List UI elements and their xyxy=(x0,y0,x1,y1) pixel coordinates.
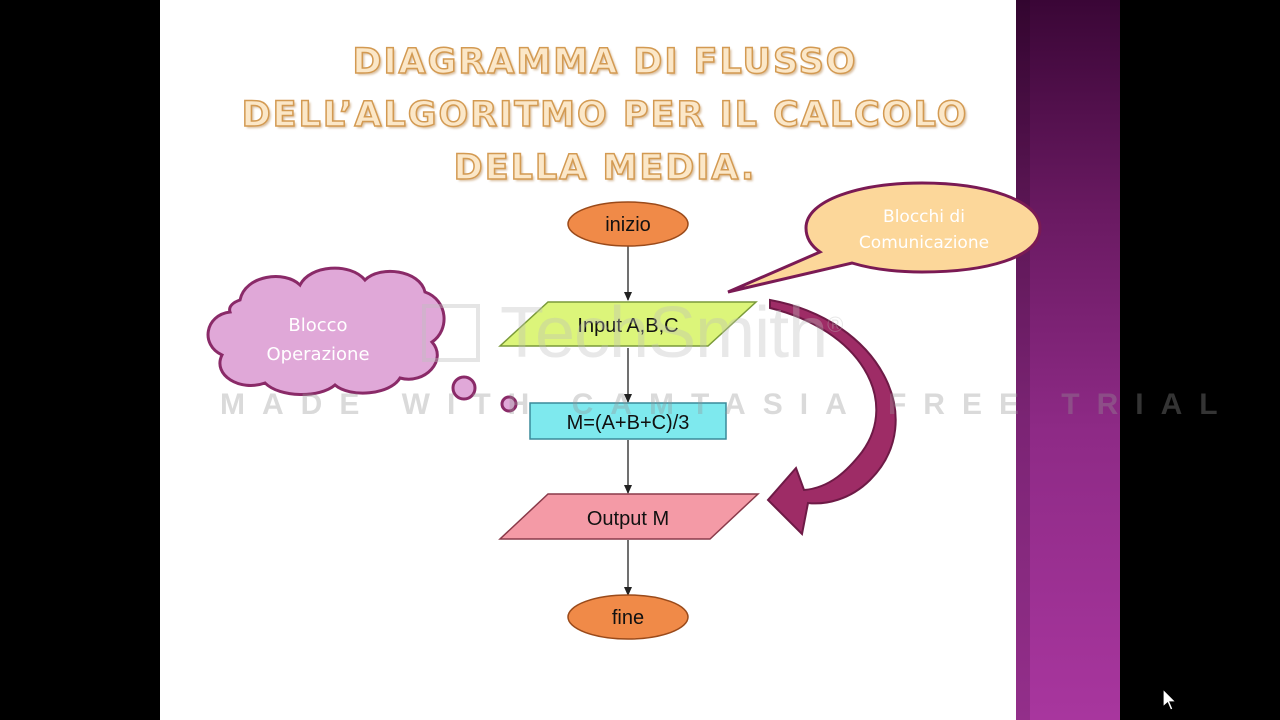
communication-balloon-callout: Blocchi di Comunicazione xyxy=(727,181,1042,294)
title-line-3: DELLA MEDIA. xyxy=(453,147,757,189)
balloon-shape xyxy=(727,181,1042,294)
cloud-label-line-2: Operazione xyxy=(266,344,369,365)
balloon-label-line-2: Comunicazione xyxy=(859,233,989,253)
slide-side-band xyxy=(1016,0,1120,720)
title-line-1: DIAGRAMMA DI FLUSSO xyxy=(352,41,858,83)
mouse-pointer-icon xyxy=(1162,688,1178,711)
input-label: Input A,B,C xyxy=(577,315,678,337)
balloon-label-line-1: Blocchi di xyxy=(883,207,965,227)
operation-cloud-callout: Blocco Operazione xyxy=(206,266,551,422)
title-line-2: DELL’ALGORITMO PER IL CALCOLO xyxy=(241,94,969,136)
cloud-bubble-medium xyxy=(500,395,518,413)
input-block xyxy=(498,301,758,347)
cloud-bubble-large xyxy=(451,375,477,401)
cloud-shape xyxy=(206,266,446,396)
output-label: Output M xyxy=(587,508,669,530)
output-block xyxy=(498,493,760,540)
start-label: inizio xyxy=(605,214,651,236)
start-terminal xyxy=(567,201,689,247)
curved-arrow-shape xyxy=(766,298,897,537)
operation-block xyxy=(529,402,727,440)
end-label: fine xyxy=(612,607,644,629)
operation-label: M=(A+B+C)/3 xyxy=(567,412,690,434)
end-terminal xyxy=(567,594,689,640)
cloud-label-line-1: Blocco xyxy=(288,315,347,336)
slide-title: DIAGRAMMA DI FLUSSO DELL’ALGORITMO PER I… xyxy=(200,36,1010,195)
